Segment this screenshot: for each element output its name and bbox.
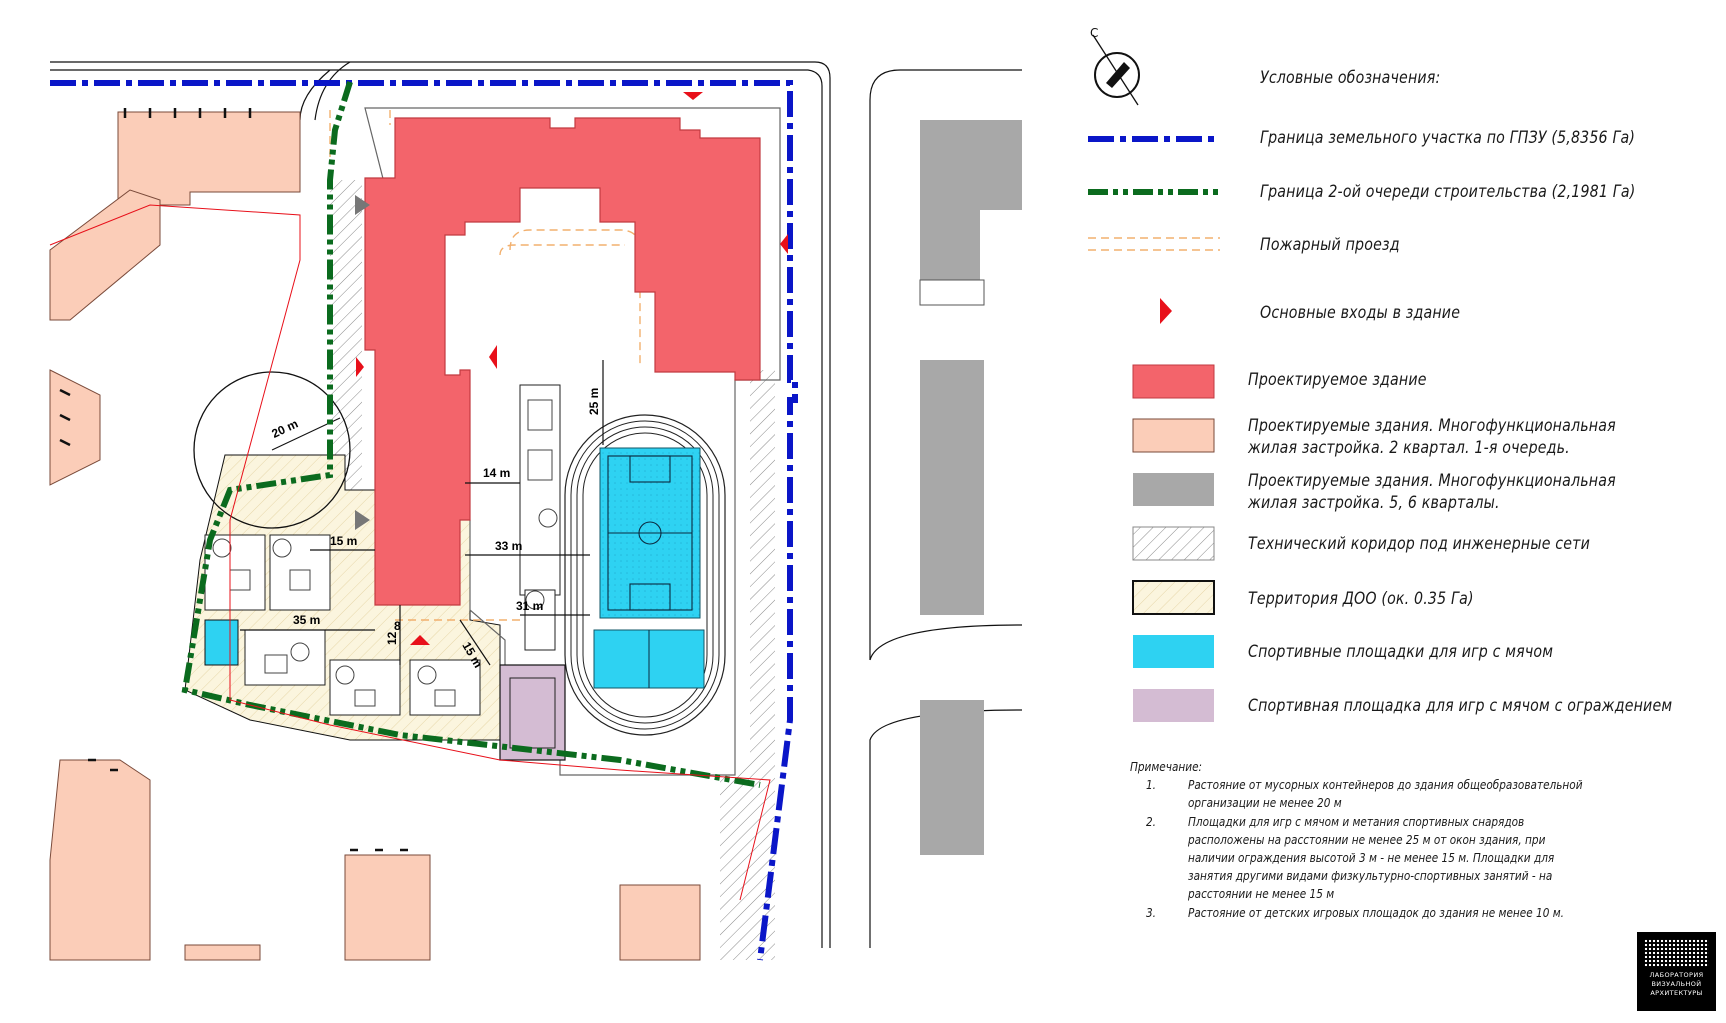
dimension-lines [240, 360, 604, 666]
legend-swatch-doo [1132, 580, 1215, 615]
note-2-line-4: занятия другими видами физкультурно-спор… [1188, 868, 1553, 883]
roads [50, 61, 1023, 948]
legend-label-corridor: Технический коридор под инженерные сети [1248, 534, 1590, 553]
grey-markers [355, 195, 370, 530]
note-1-number: 1. [1146, 777, 1157, 792]
legend-label-residential-2: жилая застройка. 2 квартал. 1-я очередь. [1248, 438, 1570, 457]
radius-circle-20m [193, 371, 351, 529]
legend-label-fenced-court: Спортивная площадка для игр с мячом с ог… [1248, 696, 1673, 715]
lab-logo: ЛАБОРАТОРИЯ ВИЗУАЛЬНОЙ АРХИТЕКТУРЫ [1637, 932, 1716, 1011]
legend-label-stage2: Граница 2-ой очереди строительства (2,19… [1260, 182, 1636, 201]
dim-14m: 14 m [483, 466, 510, 480]
legend-label-residential-1: Проектируемые здания. Многофункциональна… [1248, 416, 1616, 435]
compass-icon: С [1090, 26, 1140, 106]
legend-title: Условные обозначения: [1260, 68, 1441, 87]
legend-label-building: Проектируемое здание [1248, 370, 1427, 389]
stage2-boundary [181, 81, 761, 788]
dim-20m: 20 m [269, 417, 300, 441]
dim-31m: 31 m [516, 599, 543, 613]
running-track [564, 414, 726, 736]
legend-swatch-ball-courts [1133, 635, 1214, 668]
note-2-line-5: расстоянии не менее 15 м [1188, 886, 1335, 901]
legend-swatch-entrance [1160, 298, 1172, 324]
note-1-line-1: Растояние от мусорных контейнеров до зда… [1188, 777, 1583, 792]
logo-dot-grid [1644, 939, 1709, 967]
legend-swatch-corridor [1132, 526, 1215, 561]
dim-35m: 35 m [293, 613, 320, 627]
legend-swatch-grey [1133, 473, 1214, 506]
dim-12: 12 [385, 631, 399, 645]
doo-pool [204, 619, 239, 666]
playground-details [212, 399, 558, 707]
fenced-court [499, 664, 566, 761]
note-2-number: 2. [1146, 814, 1157, 829]
grey-outline [919, 279, 985, 306]
technical-corridor [330, 180, 775, 960]
legend-swatch-building [1132, 364, 1215, 399]
red-site-line [49, 204, 771, 901]
dim-8: 8 [394, 619, 401, 633]
dim-33m: 33 m [495, 539, 522, 553]
legend-swatch-fenced-court [1133, 689, 1214, 722]
legend-label-gpzu: Граница земельного участка по ГПЗУ (5,83… [1260, 128, 1636, 147]
note-2-line-3: наличии ограждения высотой 3 м - не мене… [1188, 850, 1555, 865]
logo-line-1: ЛАБОРАТОРИЯ [1649, 971, 1704, 979]
legend-swatch-residential [1132, 418, 1215, 453]
note-2-line-2: расположены на расстоянии не менее 25 м … [1188, 832, 1546, 847]
grey-buildings [920, 120, 1022, 855]
legend-label-grey-1: Проектируемые здания. Многофункциональна… [1248, 471, 1616, 490]
logo-line-3: АРХИТЕКТУРЫ [1650, 989, 1703, 997]
entrance-markers [356, 92, 788, 645]
legend-label-entrances: Основные входы в здание [1260, 303, 1461, 322]
legend-swatches [1088, 136, 1220, 722]
football-pitch [599, 447, 701, 619]
note-2-line-1: Площадки для игр с мячом и метания спорт… [1188, 814, 1525, 829]
note-3-line-1: Растояние от детских игровых площадок до… [1188, 905, 1565, 920]
designed-building [364, 117, 761, 606]
notes-title: Примечание: [1130, 759, 1203, 774]
residential-buildings [49, 111, 701, 961]
note-3-number: 3. [1146, 905, 1157, 920]
note-1-line-2: организации не менее 20 м [1188, 795, 1342, 810]
legend-label-fire-driveway: Пожарный проезд [1260, 235, 1400, 254]
logo-line-2: ВИЗУАЛЬНОЙ [1651, 980, 1702, 988]
residential-ticks [59, 108, 408, 852]
fenced-court-inner [509, 677, 556, 749]
legend-label-ball-courts: Спортивные площадки для игр с мячом [1248, 642, 1554, 661]
gpzu-boundary [50, 80, 798, 961]
legend-label-grey-2: жилая застройка. 5, 6 кварталы. [1248, 493, 1500, 512]
legend-label-doo: Территория ДОО (ок. 0.35 Га) [1248, 589, 1474, 608]
compass-north-label: С [1090, 26, 1098, 40]
dim-15m-a: 15 m [330, 534, 357, 548]
dim-25m: 25 m [587, 388, 601, 415]
